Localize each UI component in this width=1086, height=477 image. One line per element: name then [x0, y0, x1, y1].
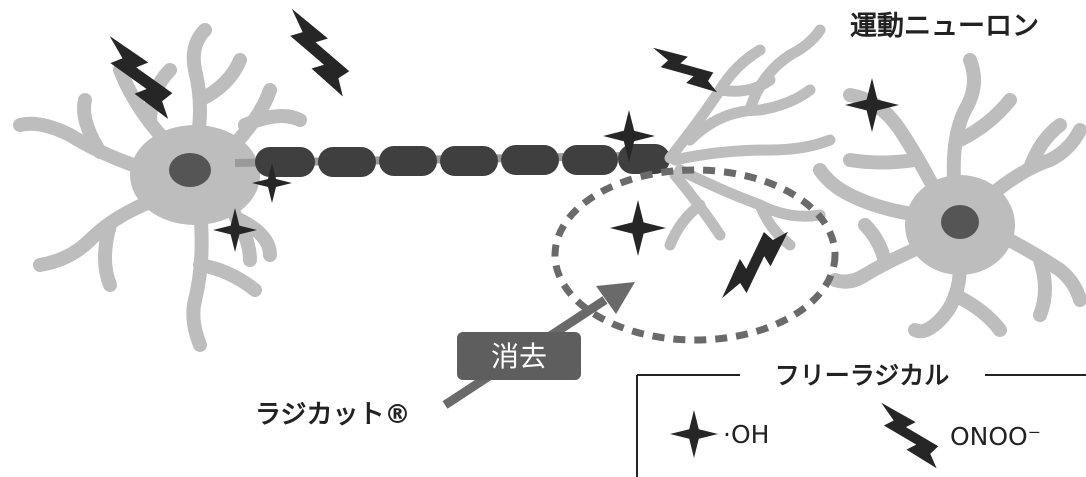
- erase-box: 消去: [457, 332, 581, 380]
- erase-label: 消去: [491, 340, 547, 373]
- right-neuron: [813, 53, 1086, 339]
- legend-title: フリーラジカル: [775, 361, 950, 390]
- drug-label: ラジカット®: [255, 400, 410, 430]
- left-nucleus: [169, 153, 211, 187]
- legend-oh-label: ·OH: [723, 420, 769, 449]
- motor-nucleus: [941, 205, 979, 239]
- four-point-star-icon: [610, 200, 666, 256]
- myelin-sheath: [255, 144, 670, 177]
- legend-onoo-label: ONOO⁻: [950, 422, 1041, 451]
- lightning-bolt-icon: [269, 8, 366, 97]
- legend: フリーラジカル ·OH ONOO⁻: [636, 361, 1086, 477]
- lightning-bolt-icon: [871, 402, 947, 469]
- lightning-bolt-icon: [652, 42, 718, 98]
- dashed-erase-zone: [551, 166, 839, 344]
- lightning-bolt-icon: [721, 226, 789, 304]
- axon-terminal-branches: [664, 24, 836, 251]
- four-point-star-icon: [670, 410, 718, 458]
- motor-neuron-label: 運動ニューロン: [850, 11, 1039, 42]
